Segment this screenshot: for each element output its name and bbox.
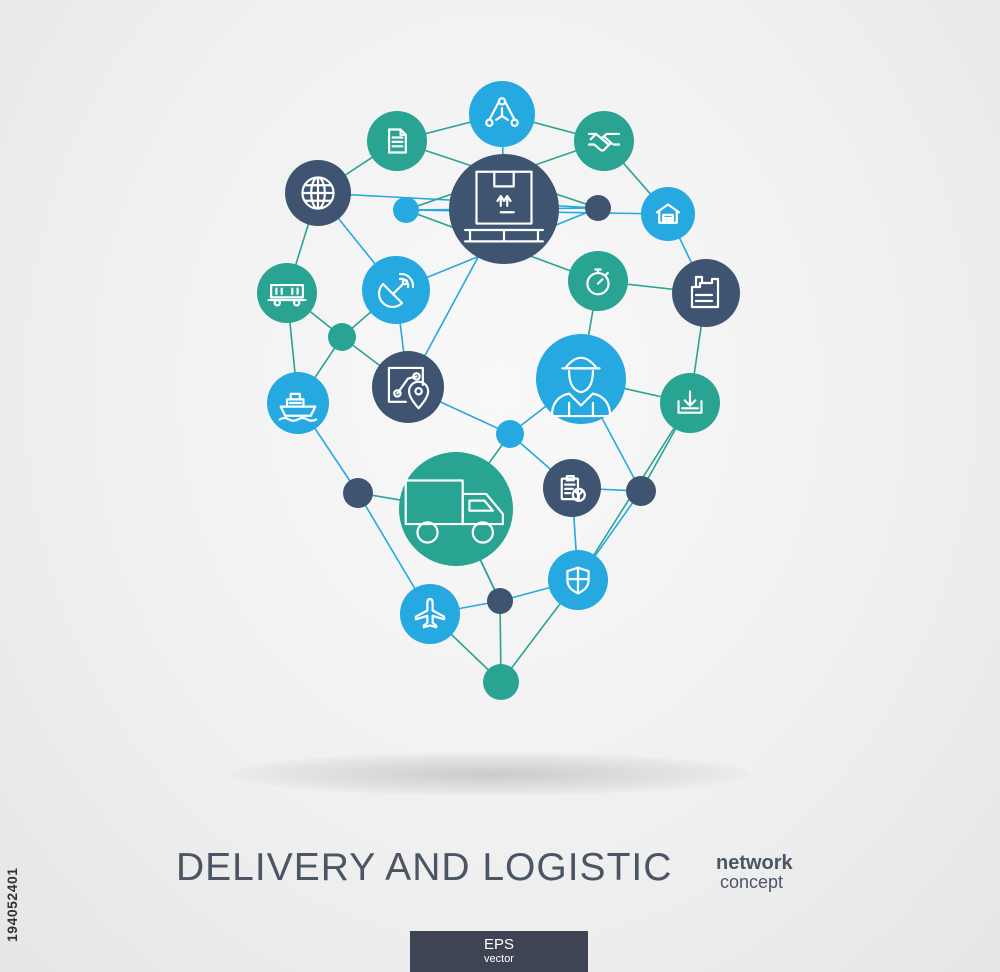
eps-badge: EPS vector — [410, 931, 588, 972]
junction-node — [626, 476, 656, 506]
satellite-dish-icon — [378, 272, 415, 308]
node-warehouse — [641, 187, 695, 241]
node-factory — [672, 259, 740, 327]
ship-icon — [278, 392, 318, 422]
junction-node — [496, 420, 524, 448]
node-download-tray — [660, 373, 720, 433]
network-nodes — [257, 81, 740, 700]
badge-line-2: vector — [484, 953, 514, 965]
globe-icon — [301, 176, 335, 210]
page-title: DELIVERY AND LOGISTIC — [176, 846, 673, 889]
handshake-icon — [587, 132, 621, 152]
document-icon — [387, 128, 407, 154]
node-stopwatch — [568, 251, 628, 311]
node-document — [367, 111, 427, 171]
junction-node — [393, 197, 419, 223]
node-courier — [536, 334, 626, 424]
box-pallet-icon — [464, 170, 544, 243]
subtitle-network: network — [716, 852, 793, 874]
junction-node — [585, 195, 611, 221]
stopwatch-icon — [586, 268, 610, 296]
clipboard-check-icon — [560, 474, 586, 502]
node-shield — [548, 550, 608, 610]
shield-icon — [566, 566, 590, 595]
node-airplane — [400, 584, 460, 644]
junction-node — [487, 588, 513, 614]
node-handshake — [574, 111, 634, 171]
node-map-route — [372, 351, 444, 423]
node-ship — [267, 372, 329, 434]
junction-node — [343, 478, 373, 508]
floor-shadow — [230, 752, 750, 796]
node-box-pallet — [449, 154, 559, 264]
node-satellite-dish — [362, 256, 430, 324]
map-route-icon — [387, 366, 430, 410]
railway-wagon-icon — [267, 283, 307, 307]
subtitle-concept: concept — [720, 872, 784, 892]
node-clipboard-check — [543, 459, 601, 517]
truck-icon — [404, 479, 505, 544]
node-railway-wagon — [257, 263, 317, 323]
junction-node — [328, 323, 356, 351]
warehouse-icon — [655, 203, 681, 224]
airplane-icon — [414, 597, 446, 629]
node-globe — [285, 160, 351, 226]
courier-icon — [550, 356, 612, 418]
stock-id-label: 194052401 — [4, 867, 20, 942]
factory-icon — [690, 275, 720, 309]
badge-line-1: EPS — [483, 936, 514, 953]
node-truck — [399, 452, 513, 566]
dots-triangle-icon — [485, 97, 519, 127]
node-dots-triangle — [469, 81, 535, 147]
download-tray-icon — [677, 390, 703, 414]
junction-node — [483, 664, 519, 700]
